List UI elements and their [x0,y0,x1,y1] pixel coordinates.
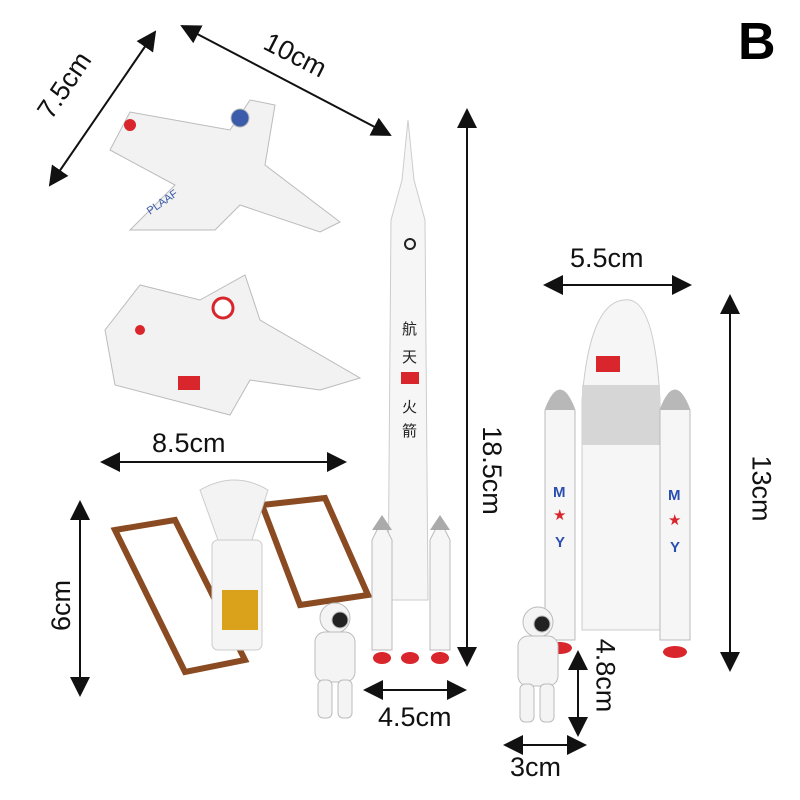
satellite-toy [110,479,373,676]
jet-plane-toy [104,274,362,416]
shuttle-width-label: 5.5cm [570,243,644,273]
rocket-text: 火 [402,398,417,416]
astronaut-width-label: 3cm [510,752,562,782]
booster-letter: Y [670,539,680,556]
booster-letter: Y [555,534,565,551]
astronaut-toy [314,602,356,719]
variant-badge: B [738,13,776,71]
rocket-text: 箭 [402,422,417,440]
rocket-width-label: 4.5cm [378,702,452,732]
shuttle-height-label: 13cm [746,455,777,522]
booster-letter: M [668,487,681,504]
astronaut-toy [517,606,559,723]
satellite-height-label: 6cm [46,579,77,632]
astronaut-height-label: 4.8cm [590,638,621,713]
booster-letter: M [553,484,566,501]
svg-text:★: ★ [553,507,566,524]
svg-text:★: ★ [668,512,681,529]
rocket-text: 航 [402,320,417,338]
rocket-toy: 航 天 火 箭 [371,119,451,664]
rocket-height-label: 18.5cm [476,426,507,515]
jet-length-label: 8.5cm [152,428,226,458]
fighter-plane-toy: PLAAF [109,99,341,233]
dimension-arrows [48,25,740,755]
booster-rocket-toy: M Y M Y ★ ★ [544,299,691,658]
rocket-text: 天 [402,348,417,366]
